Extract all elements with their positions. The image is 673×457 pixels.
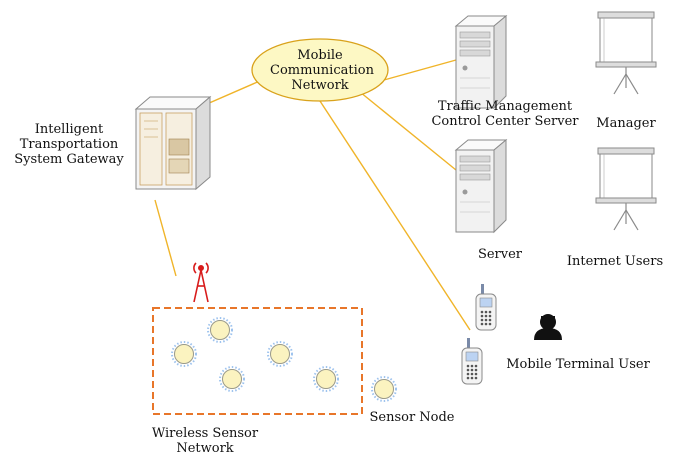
sensor-node-icon [219, 366, 245, 392]
link-gateway-antenna [154, 199, 177, 277]
server-label: Server [477, 247, 523, 262]
network-links [154, 59, 471, 331]
mcn-label: Mobile Communication Network [270, 48, 374, 93]
sensor-node-icon [171, 341, 197, 367]
link-mcn-server [359, 91, 457, 171]
internet-users-label: Internet Users [566, 254, 664, 269]
link-mcn-mobile [317, 97, 471, 331]
mobile-user-label: Mobile Terminal User [506, 357, 650, 372]
gateway-label: Intelligent Transportation System Gatewa… [14, 122, 124, 167]
wsn-boundary [152, 307, 363, 415]
user-silhouette-icon [534, 314, 562, 340]
manager-label: Manager [596, 116, 656, 131]
wsn-label: Wireless Sensor Network [151, 426, 259, 456]
mobile-phone-icon [461, 337, 483, 385]
sensor-node-label: Sensor Node [369, 410, 455, 425]
sensor-node-icon [313, 366, 339, 392]
mobile-phone-icon [475, 283, 497, 331]
manager-screen-icon [595, 11, 657, 95]
sensor-node-icon [207, 317, 233, 343]
link-mcn-tmcc [383, 59, 457, 81]
mobile-communication-network [251, 38, 389, 102]
traffic-server-icon [455, 15, 507, 109]
gateway-cabinet-icon [134, 95, 212, 191]
antenna-icon [193, 262, 209, 303]
server-icon [455, 139, 507, 233]
internet-users-screen-icon [595, 147, 657, 231]
sensor-node-icon [371, 376, 397, 402]
sensor-node-icon [267, 341, 293, 367]
tmcc-label: Traffic Management Control Center Server [431, 99, 579, 129]
